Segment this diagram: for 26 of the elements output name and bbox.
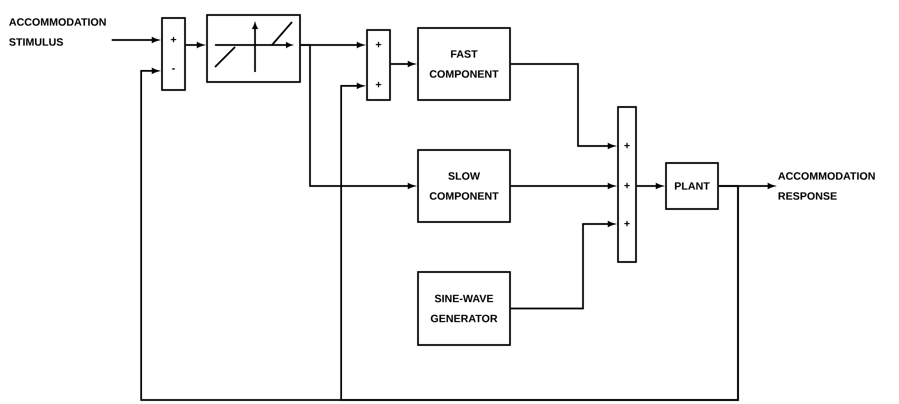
arrow	[390, 61, 414, 67]
process-box: SLOW COMPONENT	[417, 149, 511, 223]
signal-label: ACCOMMODATION STIMULUS	[9, 18, 106, 46]
arrow	[340, 83, 739, 401]
arrow	[510, 221, 614, 310]
arrow	[300, 44, 414, 189]
process-box: SINE-WAVE GENERATOR	[417, 271, 511, 346]
sign-label: +	[376, 42, 382, 48]
sign-label: +	[624, 220, 630, 226]
summing-junction	[161, 17, 186, 91]
sign-label: +	[170, 36, 176, 42]
process-box: FAST COMPONENT	[417, 27, 511, 101]
signal-label: ACCOMMODATION RESPONSE	[778, 172, 875, 200]
summing-junction	[366, 29, 391, 101]
summing-junction	[617, 106, 637, 263]
sign-label: -	[172, 68, 175, 70]
sign-label: +	[624, 142, 630, 148]
arrow	[510, 63, 614, 149]
arrow	[186, 42, 204, 48]
sign-label: +	[376, 82, 382, 88]
arrow	[636, 183, 662, 189]
process-box: PLANT	[665, 162, 719, 210]
arrow	[510, 183, 614, 189]
arrow	[112, 37, 158, 43]
nonlinearity-box	[206, 14, 301, 83]
sign-label: +	[624, 182, 630, 188]
